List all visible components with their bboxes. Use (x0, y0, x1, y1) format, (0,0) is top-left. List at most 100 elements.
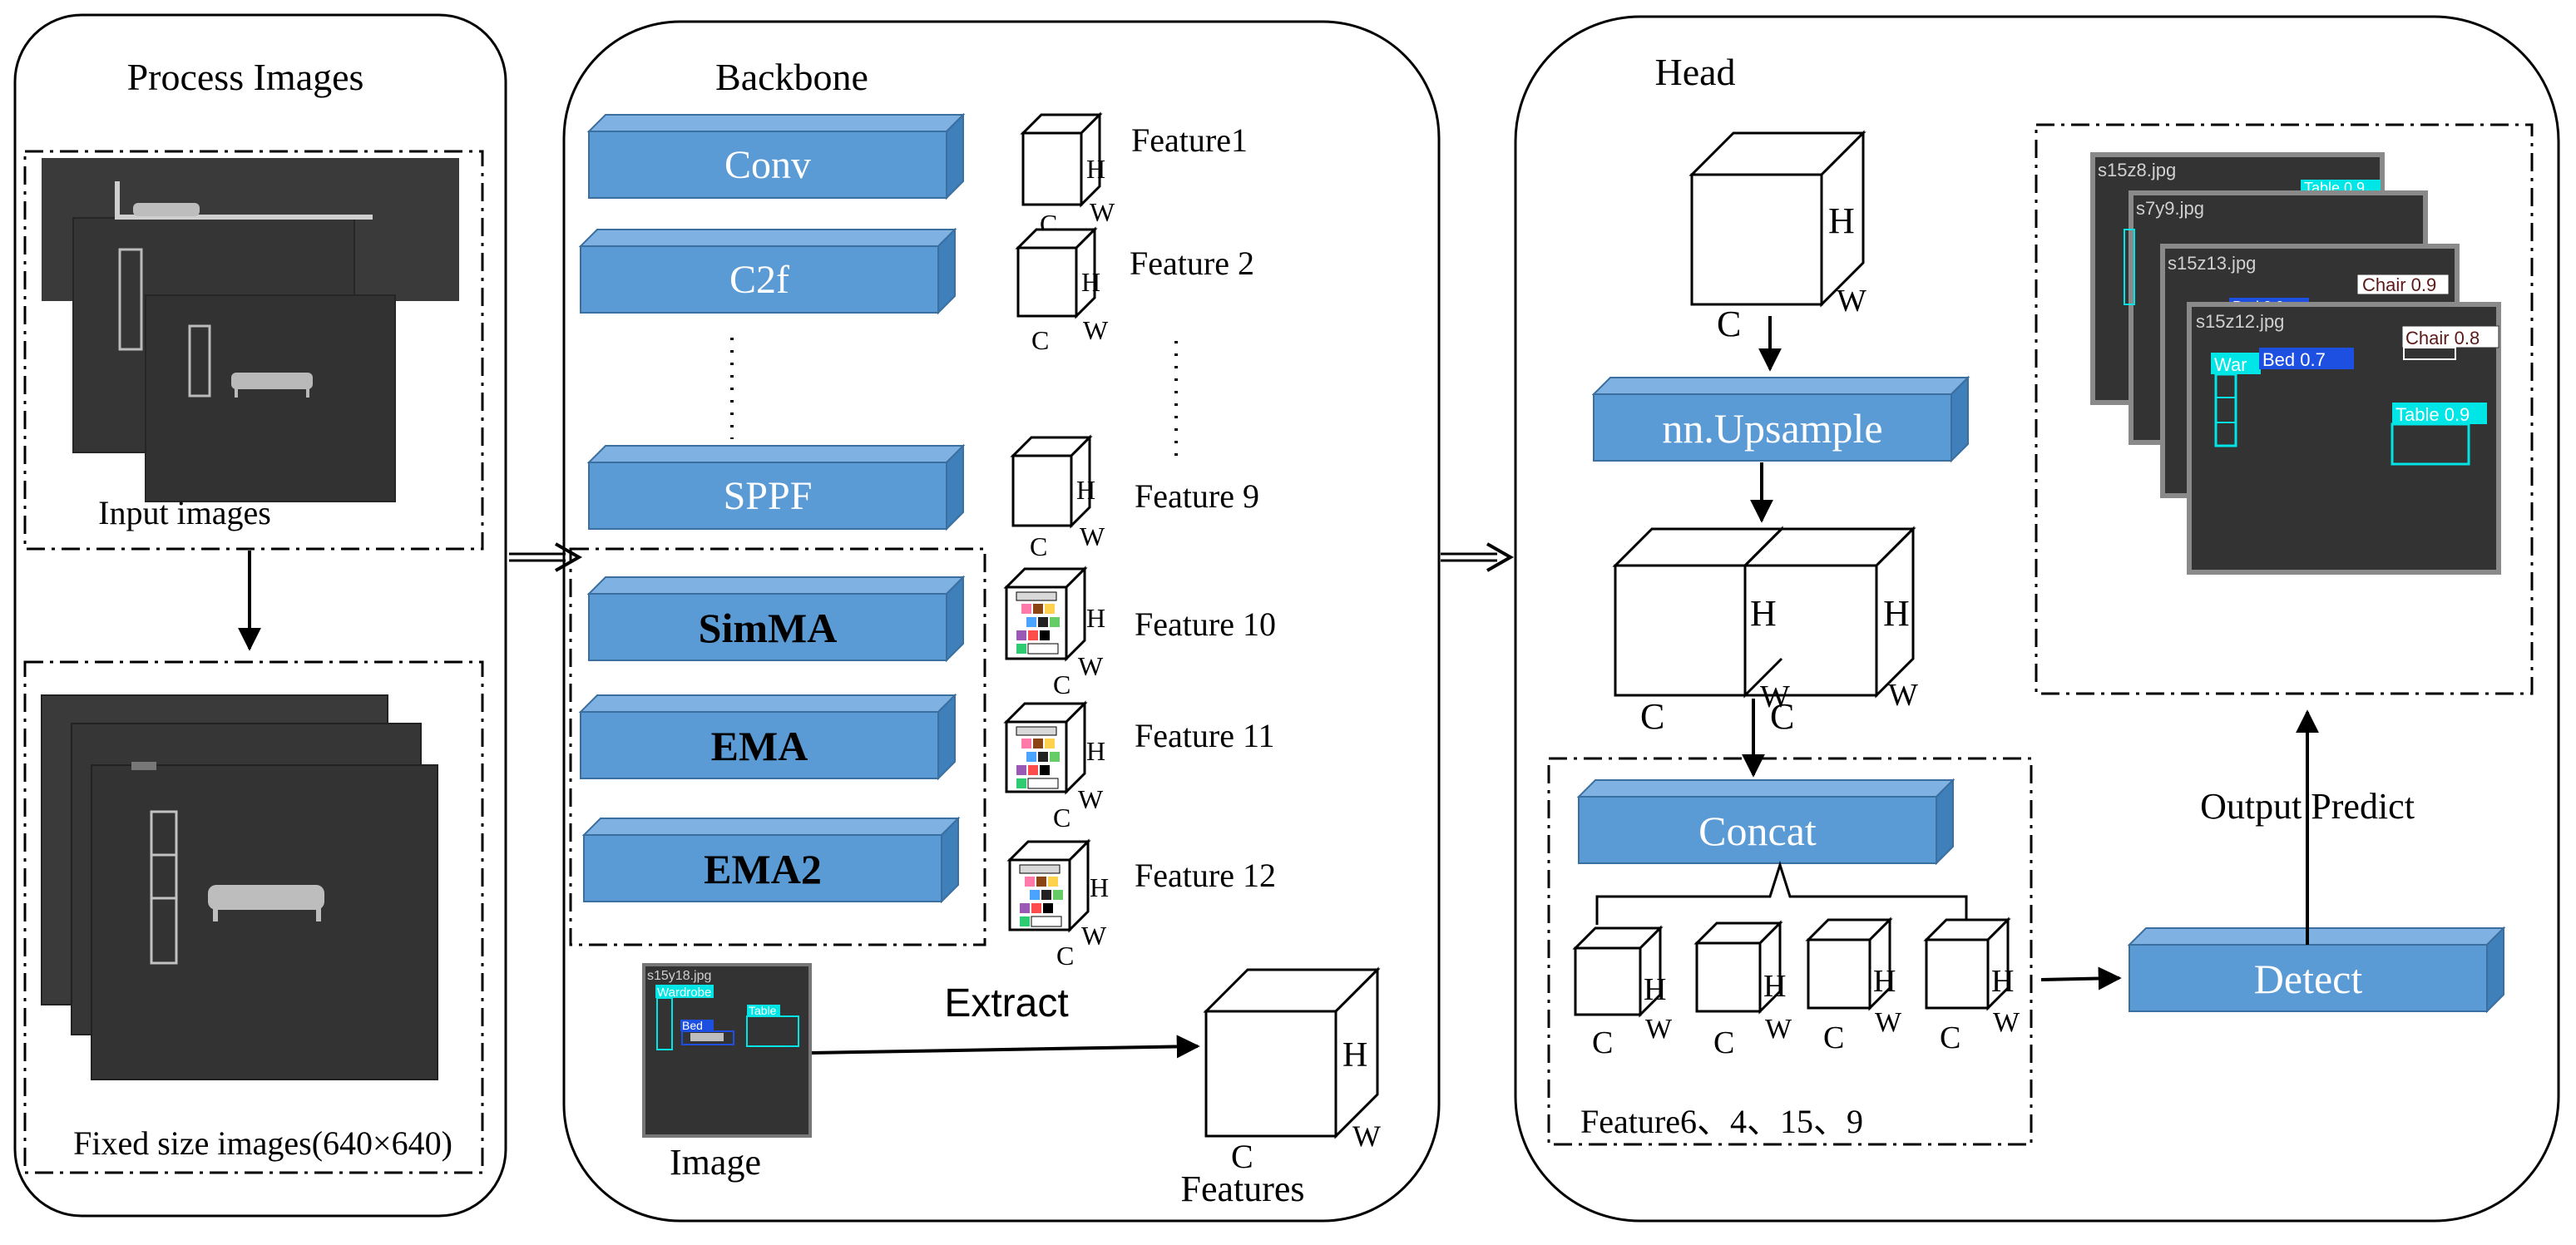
svg-text:H: H (1086, 736, 1105, 766)
svg-text:H: H (1076, 475, 1095, 505)
svg-text:W: W (1888, 678, 1918, 713)
svg-text:H: H (1086, 154, 1105, 184)
process-images-panel: Process Images Input images (13, 13, 507, 1218)
svg-text:W: W (1765, 1014, 1792, 1045)
svg-text:W: W (1837, 284, 1866, 319)
concat-label: Concat (1698, 808, 1817, 854)
sppf-block: SPPF (586, 443, 966, 531)
svg-text:W: W (1352, 1119, 1381, 1153)
svg-text:C: C (1640, 696, 1664, 737)
svg-text:s15z8.jpg: s15z8.jpg (2098, 160, 2176, 180)
input-image-stack (42, 158, 459, 502)
svg-text:Table 0.9: Table 0.9 (2396, 404, 2470, 425)
thumb-filename: s15y18.jpg (647, 969, 711, 983)
fixed-image-stack (41, 694, 438, 1080)
c2f-label: C2f (729, 258, 789, 302)
svg-text:H: H (1991, 964, 2014, 999)
sppf-label: SPPF (724, 474, 813, 518)
input-images-caption: Input images (98, 494, 271, 531)
svg-text:Bed: Bed (682, 1019, 703, 1032)
arrow-process-to-backbone (509, 542, 583, 572)
concat-feature-cube-3: H C W (1805, 916, 1902, 1055)
concat-input-cubes: H H C W C W (1612, 526, 1918, 737)
concat-frame (1547, 757, 2033, 1146)
feature11-attention-cube: H C W (1003, 700, 1105, 832)
process-images-title: Process Images (127, 56, 364, 98)
svg-text:W: W (1875, 1007, 1902, 1038)
head-input-cube: H C W (1688, 130, 1866, 344)
svg-text:C: C (1592, 1025, 1613, 1060)
ema2-block: EMA2 (581, 816, 961, 904)
svg-text:C: C (1713, 1025, 1734, 1060)
head-title: Head (1654, 51, 1735, 93)
svg-text:H: H (1644, 972, 1666, 1007)
feature12-attention-cube: H C W (1006, 838, 1109, 971)
svg-text:W: W (1080, 521, 1105, 551)
feature-list-label: Feature6、4、15、9 (1580, 1103, 1863, 1140)
svg-text:H: H (1086, 603, 1105, 633)
svg-text:C: C (1053, 669, 1070, 699)
feature9-label: Feature 9 (1135, 477, 1259, 515)
concat-feature-cube-2: H C W (1693, 920, 1792, 1060)
svg-text:C: C (1030, 531, 1047, 561)
concat-feature-cube-1: H C W (1572, 925, 1673, 1060)
output-predict-label: Output Predict (2200, 786, 2415, 827)
svg-text:W: W (1081, 921, 1107, 951)
svg-text:Wardrobe: Wardrobe (657, 986, 711, 1000)
svg-text:H: H (1081, 267, 1100, 297)
backbone-panel: Backbone Conv C2f SPPF Si (562, 20, 1441, 1223)
image-label: Image (670, 1142, 761, 1183)
svg-text:C: C (1031, 325, 1049, 355)
svg-text:W: W (1078, 651, 1104, 681)
svg-text:Bed 0.7: Bed 0.7 (2262, 349, 2326, 370)
svg-text:H: H (1828, 200, 1855, 241)
conv-label: Conv (724, 143, 811, 187)
svg-text:W: W (1993, 1007, 2020, 1038)
svg-text:War: War (2214, 354, 2247, 375)
extract-arrow (811, 1035, 1200, 1059)
feature12-label: Feature 12 (1135, 857, 1276, 894)
simma-block: SimMA (586, 575, 966, 663)
detect-block: Detect (2127, 926, 2506, 1014)
features-cube: H C W (1203, 966, 1381, 1175)
svg-text:C: C (1770, 696, 1794, 737)
svg-text:s15z12.jpg: s15z12.jpg (2196, 311, 2284, 332)
feature10-label: Feature 10 (1135, 605, 1276, 643)
upsample-block: nn.Upsample (1591, 375, 1970, 463)
feature10-attention-cube: H C W (1003, 566, 1105, 699)
conv-block: Conv (586, 112, 966, 200)
svg-text:W: W (1090, 197, 1115, 227)
svg-text:Chair 0.8: Chair 0.8 (2405, 328, 2480, 348)
features-label: Features (1180, 1168, 1304, 1209)
ema-label: EMA (711, 723, 808, 769)
svg-text:H: H (1342, 1036, 1367, 1075)
svg-text:C: C (1717, 304, 1741, 344)
backbone-title: Backbone (715, 56, 868, 98)
feature9-cube: H C W (1010, 434, 1105, 561)
svg-text:s15z13.jpg: s15z13.jpg (2168, 253, 2256, 274)
svg-text:H: H (1750, 593, 1777, 634)
svg-text:H: H (1883, 593, 1910, 634)
concat-brace (1595, 861, 1968, 925)
head-panel: Head H C W nn.Upsample H H (1514, 15, 2560, 1223)
feature2-cube: H C W (1015, 226, 1109, 355)
feature1-label: Feature1 (1131, 121, 1248, 159)
svg-text:C: C (1823, 1020, 1844, 1055)
ema-block: EMA (578, 693, 957, 781)
svg-text:H: H (1873, 964, 1896, 999)
svg-text:C: C (1231, 1138, 1253, 1175)
concat-feature-cube-4: H C W (1923, 916, 2020, 1055)
svg-text:W: W (1760, 679, 1790, 714)
fixed-size-caption: Fixed size images(640×640) (73, 1124, 452, 1162)
svg-text:H: H (1090, 872, 1109, 902)
svg-text:C: C (1056, 941, 1074, 971)
result-screenshot-4: s15z12.jpg Chair 0.8 War Bed 0.7 Table 0… (2187, 302, 2501, 575)
svg-text:H: H (1763, 969, 1786, 1004)
upsample-label: nn.Upsample (1662, 405, 1882, 452)
svg-text:W: W (1083, 315, 1109, 345)
svg-text:s7y9.jpg: s7y9.jpg (2136, 198, 2204, 219)
svg-text:Chair 0.9: Chair 0.9 (2362, 274, 2436, 295)
arrow-backbone-to-head (1441, 542, 1515, 572)
feature1-cube: H C W (1020, 111, 1115, 239)
